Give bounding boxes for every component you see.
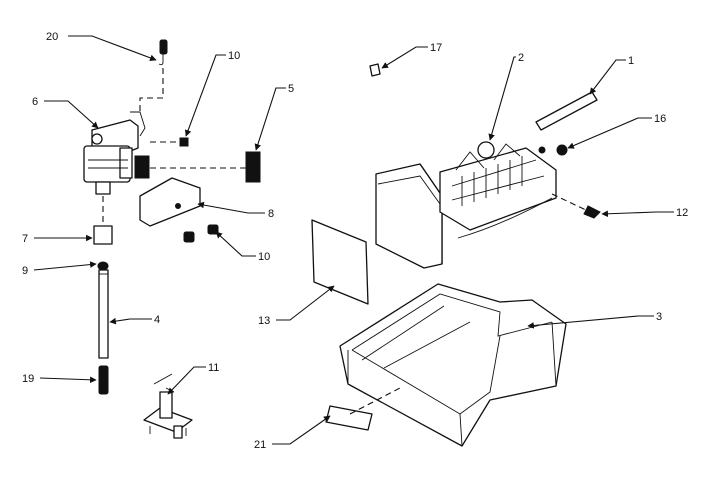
assembly-line-12	[551, 193, 587, 211]
part-2-ice-maker	[375, 141, 557, 269]
leader-8	[197, 201, 265, 214]
callout-4: 4	[154, 314, 160, 326]
part-13-cover-plate	[311, 219, 369, 305]
leader-11	[167, 366, 206, 395]
part-10-screw-top	[179, 137, 189, 147]
callout-2: 2	[518, 52, 524, 64]
part-11-saddle-valve	[143, 373, 193, 439]
callout-12: 12	[676, 207, 688, 219]
part-12-screw	[583, 205, 601, 219]
leader-4	[109, 317, 152, 325]
callout-9: 9	[22, 265, 28, 277]
leader-10a	[184, 54, 226, 137]
part-6-water-valve	[83, 111, 150, 195]
callout-10-bottom: 10	[258, 251, 270, 263]
callout-17: 17	[430, 42, 442, 54]
callout-16: 16	[654, 113, 666, 125]
leader-16	[567, 117, 652, 149]
part-21-label	[325, 405, 373, 431]
part-19-sleeve	[98, 365, 109, 395]
part-10-screw-bottom	[183, 224, 219, 243]
leader-5	[254, 87, 286, 151]
leader-9	[33, 261, 97, 271]
callout-21: 21	[254, 439, 266, 451]
callout-20: 20	[46, 31, 58, 43]
leader-17	[381, 46, 428, 69]
leader-13	[276, 285, 335, 321]
callout-1: 1	[628, 55, 634, 67]
leader-21	[272, 415, 331, 445]
leader-6	[44, 100, 99, 129]
callout-11: 11	[208, 362, 219, 374]
callout-19: 19	[22, 373, 34, 385]
leader-10b	[215, 231, 256, 257]
assembly-line-20	[139, 68, 164, 112]
leader-2	[488, 56, 516, 141]
callout-3: 3	[656, 311, 662, 323]
part-8-bracket	[139, 177, 201, 227]
leader-3	[527, 315, 654, 329]
callout-13: 13	[258, 315, 270, 327]
leader-12	[601, 210, 674, 218]
part-7-coupling	[93, 225, 113, 245]
part-5-heater	[245, 151, 261, 183]
callout-10-top: 10	[228, 50, 240, 62]
part-17-clip	[369, 63, 381, 77]
callout-5: 5	[288, 83, 294, 95]
leader-1	[589, 59, 626, 95]
part-3-ice-bin	[339, 283, 567, 447]
leader-20	[68, 35, 157, 62]
part-1-rod	[535, 91, 598, 131]
callout-7: 7	[22, 233, 28, 245]
callout-6: 6	[32, 96, 38, 108]
part-20-clip	[158, 39, 168, 66]
part-4-tube	[98, 269, 109, 359]
leader-19	[39, 376, 97, 384]
part-16-nut	[556, 144, 568, 156]
part-9-nut	[97, 261, 109, 271]
callout-8: 8	[268, 208, 274, 220]
